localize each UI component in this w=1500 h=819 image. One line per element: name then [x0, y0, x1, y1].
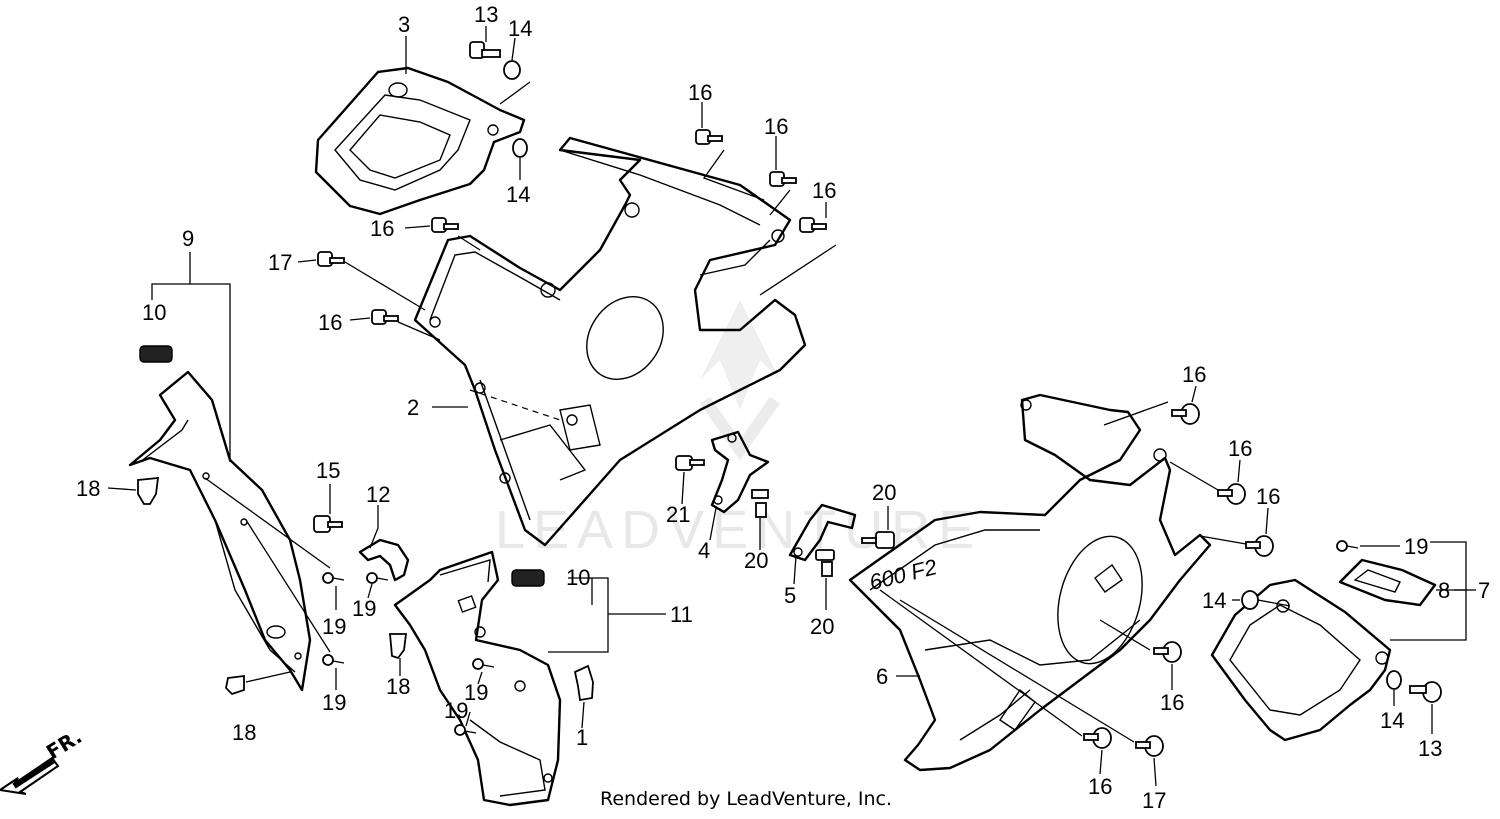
callout-1: 1: [576, 725, 588, 750]
callout-19-f: 19: [1404, 534, 1428, 559]
clip-18-a-icon: [137, 476, 160, 505]
front-direction-arrow: FR.: [0, 724, 86, 795]
screw-19-d-icon: [472, 658, 495, 670]
callout-20-c: 20: [810, 614, 834, 639]
callout-20-a: 20: [872, 480, 896, 505]
clip-12-icon: [358, 538, 410, 582]
bolt-20-a-icon: [751, 489, 769, 518]
direction-label: FR.: [42, 724, 86, 764]
callout-10-right: 10: [566, 565, 590, 590]
part-6-lower-cowl: 600 F2: [848, 393, 1212, 772]
clip-18-c-icon: [389, 633, 408, 660]
bolt-16-a-icon: [695, 129, 723, 145]
callout-18-c: 18: [386, 674, 410, 699]
callout-14-d: 14: [1380, 708, 1404, 733]
callout-8: 8: [1438, 578, 1450, 603]
part-4-bracket: [710, 430, 770, 514]
callout-14-mid: 14: [506, 182, 530, 207]
callout-13-right: 13: [1418, 736, 1442, 761]
callout-19-b: 19: [352, 596, 376, 621]
callout-16-a: 16: [688, 80, 712, 105]
callout-18-a: 18: [76, 476, 100, 501]
washer-14-d-icon: [1386, 670, 1402, 690]
callout-18-b: 18: [232, 720, 256, 745]
bolt-21-icon: [675, 455, 705, 471]
clip-1-icon: [573, 664, 594, 702]
clip-18-b-icon: [225, 674, 245, 696]
part-3-upper-cover: [314, 66, 526, 216]
callout-16-d: 16: [370, 216, 394, 241]
callout-16-c: 16: [812, 178, 836, 203]
screw-19-e-icon: [454, 724, 477, 736]
bolt-16-f-icon: [1171, 403, 1200, 425]
callout-6: 6: [876, 664, 888, 689]
grommet-10-right-icon: [511, 569, 545, 587]
callout-17-left: 17: [268, 250, 292, 275]
screw-19-c-icon: [322, 654, 345, 666]
bolt-17-right-icon: [1135, 735, 1164, 757]
callout-16-g: 16: [1228, 436, 1252, 461]
callout-16-i: 16: [1160, 690, 1184, 715]
part-5-bracket: [788, 503, 857, 562]
callout-9: 9: [182, 226, 194, 251]
callout-3: 3: [398, 12, 410, 37]
callout-12: 12: [366, 482, 390, 507]
bolt-16-g-icon: [1217, 483, 1246, 505]
screw-19-f-icon: [1336, 540, 1359, 552]
callout-17-right: 17: [1142, 788, 1166, 813]
washer-14-mid-icon: [512, 138, 528, 158]
washer-14-top-icon: [503, 60, 521, 80]
callout-10-left: 10: [142, 300, 166, 325]
callout-19-a: 19: [322, 614, 346, 639]
callout-labels: 3 13 14 14 16 16 16 16 17 16 9 10 2 18 1…: [76, 2, 1490, 813]
callout-16-e: 16: [318, 310, 342, 335]
callout-7: 7: [1478, 578, 1490, 603]
leader-lines: [107, 26, 1476, 787]
part-7-right-cover: [1210, 578, 1392, 742]
hardware: [137, 41, 1442, 757]
callout-14-top: 14: [508, 16, 532, 41]
callout-5: 5: [784, 583, 796, 608]
callout-15: 15: [316, 458, 340, 483]
callout-14-c: 14: [1202, 588, 1226, 613]
callout-11: 11: [670, 602, 693, 627]
callout-16-h: 16: [1256, 484, 1280, 509]
bolt-13-right-icon: [1409, 681, 1442, 703]
callout-21: 21: [666, 502, 690, 527]
callout-16-j: 16: [1088, 774, 1112, 799]
part-2-inner-cowl: [413, 136, 807, 547]
callout-19-d: 19: [464, 680, 488, 705]
callout-16-b: 16: [764, 114, 788, 139]
bolt-15-icon: [313, 515, 343, 533]
bolt-20-c-icon: [861, 531, 895, 549]
washer-14-c-icon: [1241, 590, 1259, 610]
callout-4: 4: [698, 538, 710, 563]
callout-20-b: 20: [744, 548, 768, 573]
callout-19-c: 19: [322, 690, 346, 715]
callout-2: 2: [407, 395, 419, 420]
screw-19-b-icon: [366, 572, 389, 584]
bolt-16-h-icon: [1245, 535, 1274, 557]
watermark: LEADVENTURE: [495, 300, 982, 560]
part-11-lower-panel: [393, 550, 562, 807]
bolt-13-top-icon: [469, 41, 501, 59]
footer-credit: Rendered by LeadVenture, Inc.: [600, 788, 893, 810]
part-8-bracket: [1338, 558, 1437, 607]
bolt-16-c-icon: [799, 217, 827, 233]
bolt-16-e-icon: [371, 309, 399, 325]
bolt-16-j-icon: [1083, 727, 1112, 749]
screw-19-a-icon: [322, 572, 345, 584]
callout-13-top: 13: [474, 2, 498, 27]
callout-16-f: 16: [1182, 362, 1206, 387]
bolt-16-d-icon: [431, 217, 459, 233]
grommet-10-left-icon: [139, 345, 173, 363]
bolt-20-b-icon: [815, 549, 835, 577]
callout-19-e: 19: [444, 698, 468, 723]
part-9-left-panel: [128, 370, 312, 692]
bolt-17-left-icon: [317, 251, 345, 267]
bolt-16-i-icon: [1153, 641, 1182, 663]
bolt-16-b-icon: [769, 171, 797, 187]
watermark-text: LEADVENTURE: [495, 500, 982, 560]
